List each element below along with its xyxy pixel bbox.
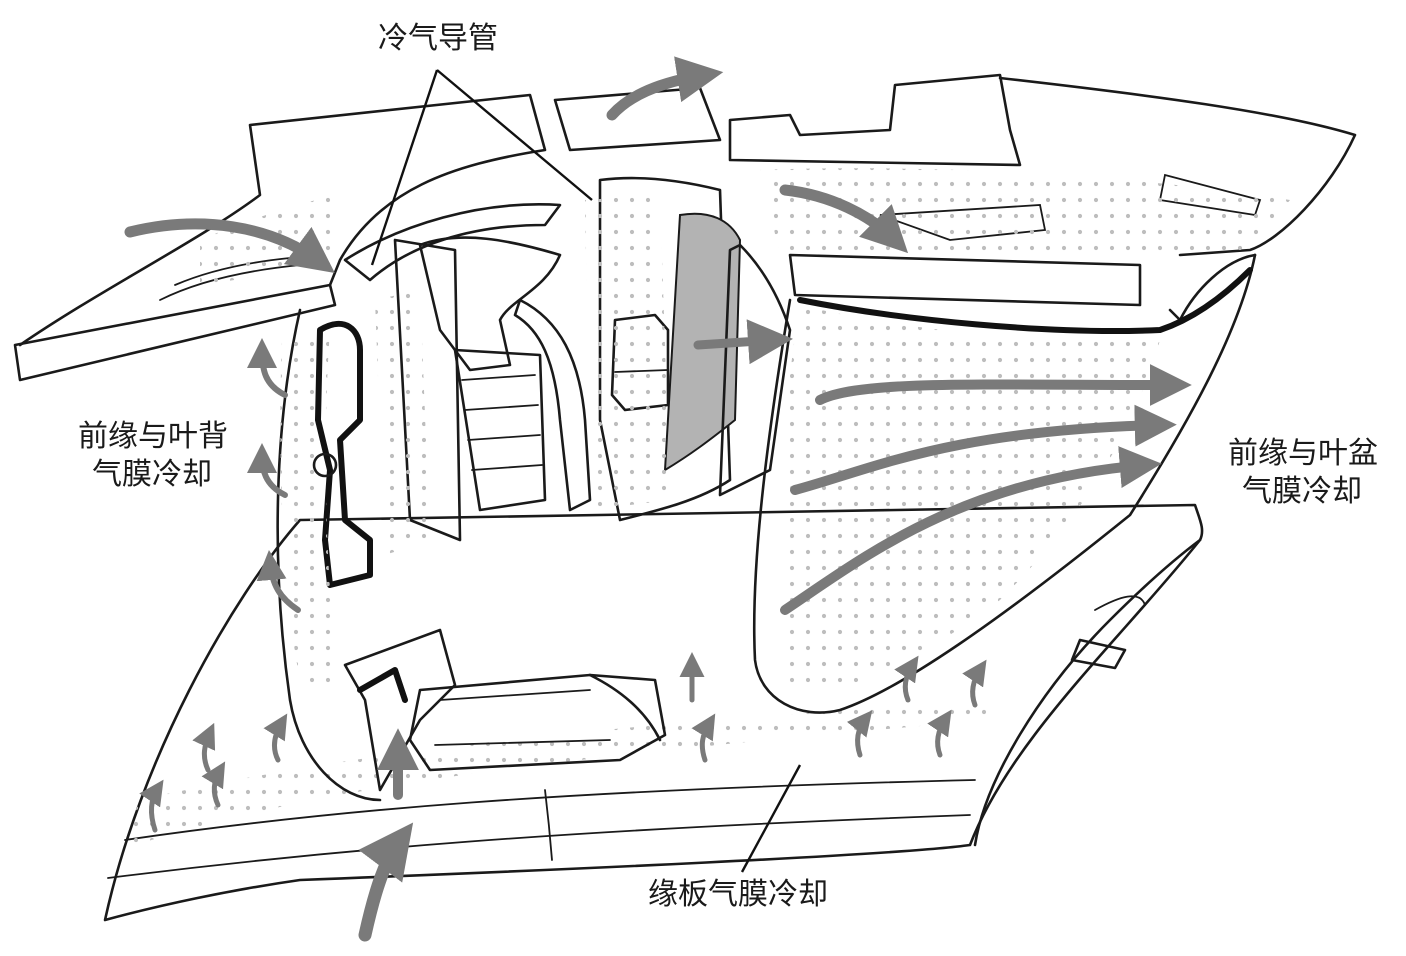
label-leading-edge-pressure-film-cooling: 前缘与叶盆 气膜冷却 [1228, 435, 1378, 510]
label-platform-film-cooling: 缘板气膜冷却 [648, 877, 828, 912]
internal-passages [343, 176, 792, 555]
label-cold-air-duct: 冷气导管 [378, 21, 498, 56]
label-line: 气膜冷却 [92, 456, 212, 492]
top-shroud [553, 73, 1357, 307]
label-line: 气膜冷却 [1242, 473, 1362, 509]
platform [103, 503, 1204, 922]
label-line: 前缘与叶背 [78, 419, 228, 454]
label-line: 前缘与叶盆 [1228, 436, 1378, 471]
leader-lines [370, 69, 802, 873]
blade-pressure-side [752, 253, 1257, 714]
cooling-flow-arrows [124, 56, 1192, 942]
label-leading-edge-suction-film-cooling: 前缘与叶背 气膜冷却 [78, 418, 228, 493]
blade-leading-edge [276, 308, 382, 802]
